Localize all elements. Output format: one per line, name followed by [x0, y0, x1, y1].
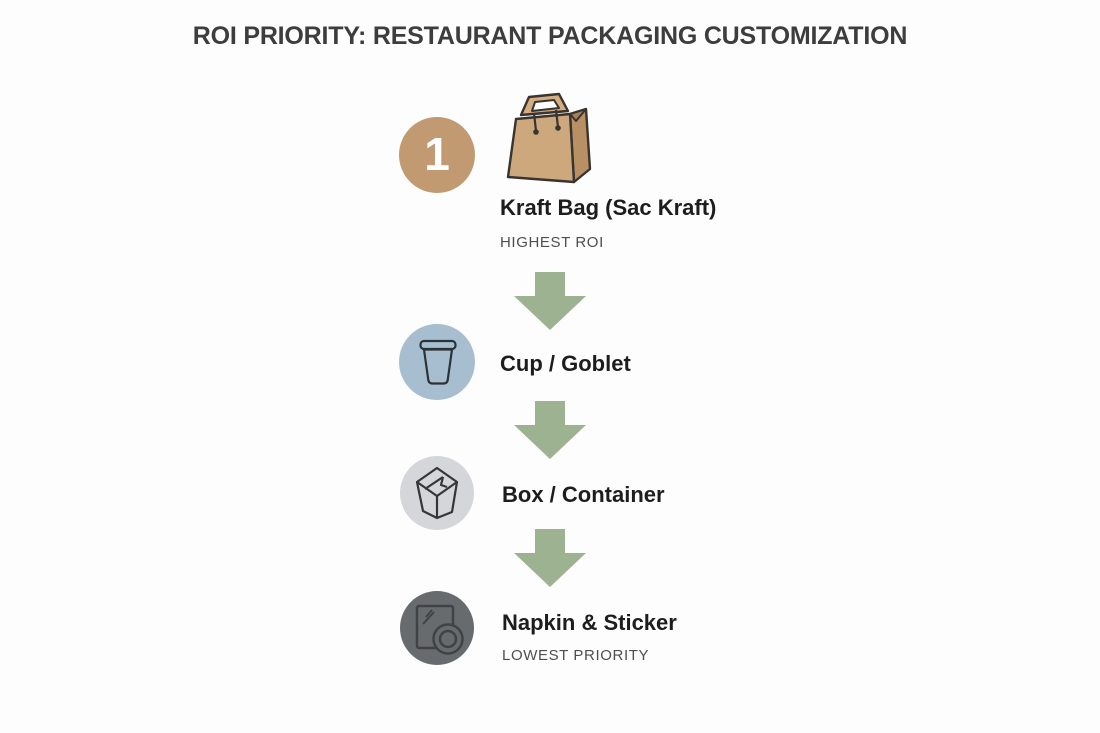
item-label-cup: Cup / Goblet: [500, 351, 631, 376]
napkin-badge: [400, 591, 474, 665]
item-label-napkin: Napkin & Sticker: [502, 610, 677, 635]
box-badge: [400, 456, 474, 530]
rank-1-badge: 1: [399, 117, 475, 193]
down-arrow-icon: [514, 272, 586, 330]
rank-number: 1: [424, 128, 450, 180]
cup-badge: [399, 324, 475, 400]
item-label-kraft-bag: Kraft Bag (Sac Kraft): [500, 195, 717, 220]
item-sublabel-lowest-priority: LOWEST PRIORITY: [502, 647, 650, 664]
down-arrow-icon: [514, 529, 586, 587]
kraft-bag-icon: [492, 85, 604, 200]
item-label-box: Box / Container: [502, 482, 665, 507]
takeout-box-icon: [415, 466, 459, 520]
page-title: ROI PRIORITY: RESTAURANT PACKAGING CUSTO…: [192, 22, 908, 50]
down-arrow-icon: [514, 401, 586, 459]
napkin-sticker-icon: [415, 604, 464, 655]
cup-icon: [419, 339, 457, 385]
item-sublabel-highest-roi: HIGHEST ROI: [500, 234, 604, 251]
